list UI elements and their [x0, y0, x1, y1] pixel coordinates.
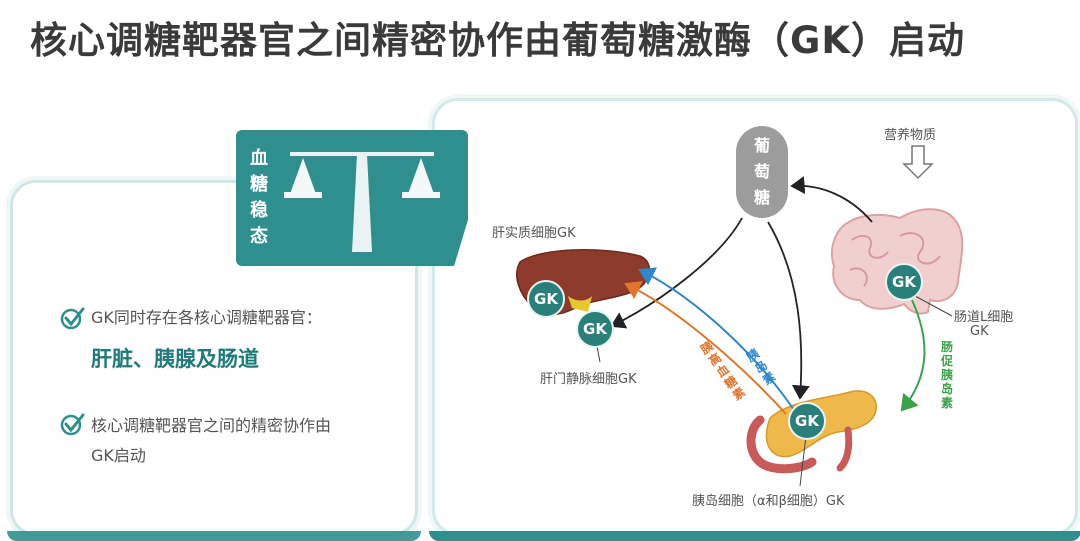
bullet-2-line-1: 核心调糖靶器官之间的精密协作由	[91, 416, 332, 435]
portal-gk-label: 肝门静脉细胞GK	[540, 372, 637, 387]
gk-badge-portal: GK	[576, 310, 614, 348]
incretin-label: 肠促胰岛素	[940, 340, 953, 410]
nutrients-arrow	[902, 145, 934, 180]
gk-badge-liver: GK	[527, 280, 565, 318]
nutrients-label: 营养物质	[884, 128, 937, 143]
page-title: 核心调糖靶器官之间精密协作由葡萄糖激酶（GK）启动	[30, 19, 966, 62]
bullet-2-line-2: GK启动	[91, 446, 146, 465]
intestine-gk-label-2: GK	[970, 324, 989, 339]
bullet-1: GK同时存在各核心调糖靶器官：	[59, 305, 322, 331]
intestine-gk-label-1: 肠道L细胞	[954, 310, 1014, 325]
balance-label: 血糖稳态	[250, 148, 268, 247]
pancreas-gk-label: 胰岛细胞（α和β细胞）GK	[692, 494, 845, 509]
liver-gk-label: 肝实质细胞GK	[492, 226, 576, 241]
check-icon	[60, 307, 85, 330]
check-icon	[60, 413, 85, 436]
glucose-label: 葡萄糖	[753, 136, 770, 207]
glucose-pill: 葡萄糖	[736, 126, 788, 218]
bullet-2: 核心调糖靶器官之间的精密协作由 GK启动	[59, 411, 331, 471]
organs-highlight: 肝脏、胰腺及肠道	[91, 347, 259, 371]
intestine-shape	[830, 208, 964, 315]
gk-badge-pancreas: GK	[788, 402, 826, 440]
bullet-1-text: GK同时存在各核心调糖靶器官：	[91, 308, 322, 327]
gk-badge-intestine: GK	[885, 263, 923, 301]
